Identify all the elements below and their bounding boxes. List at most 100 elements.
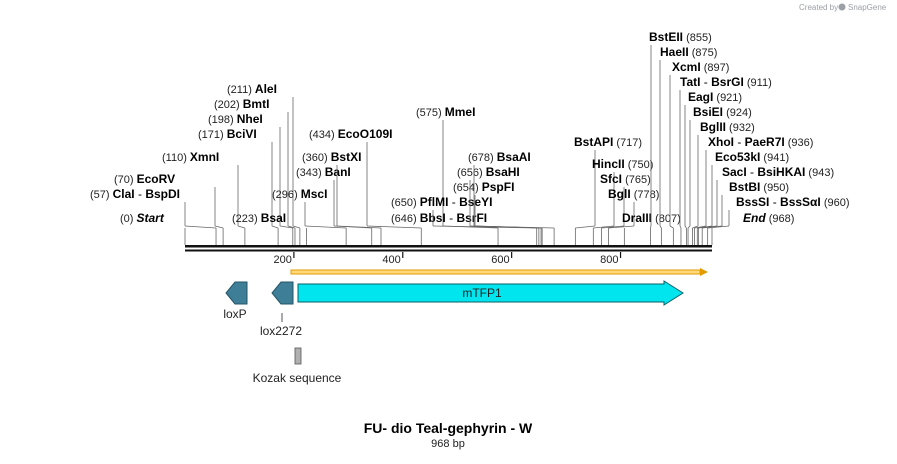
restriction-site[interactable]: (343) BanI — [296, 165, 373, 245]
restriction-site[interactable]: BstAPI (717) — [574, 135, 642, 245]
ruler-tick-label: 400 — [382, 254, 400, 266]
restriction-site[interactable]: XcmI (897) — [669, 60, 729, 245]
restriction-site[interactable]: (0) Start — [120, 211, 186, 245]
restriction-site[interactable]: BglII (932) — [692, 120, 755, 245]
kozak-box[interactable] — [294, 347, 302, 365]
restriction-site[interactable]: (575) MmeI — [416, 105, 499, 245]
restriction-site[interactable]: (434) EcoO109I — [309, 127, 422, 245]
site-connector — [214, 225, 224, 229]
restriction-site[interactable]: (656) BsaHI — [457, 165, 543, 245]
site-connector — [608, 225, 635, 229]
site-label: (223) BsaI — [232, 211, 286, 225]
restriction-site[interactable]: (110) XmnI — [162, 150, 246, 245]
site-label: (575) MmeI — [416, 105, 475, 119]
feature-lox2272[interactable]: lox2272 — [260, 281, 302, 338]
site-label: DraIII (807) — [622, 211, 681, 225]
site-connector — [601, 225, 625, 229]
site-connector — [679, 225, 682, 229]
site-label: HincII (750) — [592, 157, 653, 171]
restriction-site[interactable]: (198) NheI — [208, 112, 294, 245]
site-label: BstBI (950) — [729, 180, 789, 194]
sequence-backbone — [185, 245, 712, 252]
site-label: (434) EcoO109I — [309, 127, 392, 141]
mtfp1-arrow-shape[interactable] — [297, 280, 684, 306]
feature-mtfp1[interactable]: mTFP1 — [297, 280, 684, 306]
site-label: (343) BanI — [296, 165, 351, 179]
site-label: HaeII (875) — [660, 45, 717, 59]
restriction-site[interactable]: (171) BciVI — [198, 127, 279, 245]
restriction-site[interactable]: (296) MscI — [272, 187, 347, 245]
kozak-label: Kozak sequence — [253, 371, 342, 385]
loxp-label: loxP — [223, 307, 246, 321]
orf-arrowhead-icon — [700, 268, 708, 276]
orf-bar — [290, 269, 701, 275]
site-connector — [684, 225, 687, 229]
feature-loxp[interactable]: loxP — [223, 281, 248, 321]
restriction-site[interactable]: BssSI - BssSαI (960) — [707, 195, 850, 245]
restriction-site[interactable]: (678) BsaAI — [468, 150, 555, 245]
site-label: Eco53kI (941) — [715, 150, 789, 164]
site-label: (678) BsaAI — [468, 150, 531, 164]
restriction-site[interactable]: XhoI - PaeR7I (936) — [694, 135, 814, 245]
site-label: BsiEI (924) — [693, 105, 752, 119]
restriction-site[interactable]: BsiEI (924) — [687, 105, 752, 245]
site-label: (171) BciVI — [198, 127, 257, 141]
site-label: BstAPI (717) — [574, 135, 642, 149]
restriction-site[interactable]: HaeII (875) — [659, 45, 717, 245]
restriction-site[interactable]: BstBI (950) — [701, 180, 789, 245]
restriction-site[interactable]: (202) BmtI — [214, 97, 296, 245]
restriction-site[interactable]: BstEII (855) — [649, 30, 712, 245]
feature-kozak[interactable]: Kozak sequence — [253, 347, 342, 385]
restriction-site[interactable]: DraIII (807) — [622, 211, 681, 245]
site-label: End (968) — [743, 211, 794, 225]
restriction-site[interactable]: (211) AleI — [227, 82, 301, 245]
mtfp1-label: mTFP1 — [462, 286, 502, 300]
lox2272-label: lox2272 — [260, 324, 302, 338]
site-connector — [271, 225, 279, 229]
site-label: (202) BmtI — [214, 97, 269, 111]
site-label: BglI (778) — [608, 187, 659, 201]
site-connector — [702, 225, 723, 229]
site-label: (646) BbsI - BsrFI — [391, 211, 487, 225]
restriction-site[interactable]: End (968) — [711, 211, 794, 245]
site-label: SacI - BsiHKAI (943) — [722, 165, 834, 179]
site-label: BssSI - BssSαI (960) — [736, 195, 850, 209]
restriction-site[interactable]: (360) BstXI — [302, 150, 382, 245]
restriction-site[interactable]: TatI - BsrGI (911) — [679, 75, 772, 245]
site-connector — [292, 225, 300, 229]
site-label: (654) PspFI — [453, 180, 514, 194]
restriction-site[interactable]: Eco53kI (941) — [696, 150, 789, 245]
site-connector — [669, 225, 674, 229]
restriction-sites: (0) Start(57) ClaI - BspDI(70) EcoRV(110… — [90, 30, 850, 245]
snapgene-logo-icon — [838, 3, 846, 11]
restriction-site[interactable]: (70) EcoRV — [114, 172, 224, 245]
site-label: BstEII (855) — [649, 30, 712, 44]
restriction-site[interactable]: EagI (921) — [684, 90, 742, 245]
site-connector — [287, 225, 296, 229]
restriction-site[interactable]: SacI - BsiHKAI (943) — [697, 165, 834, 245]
site-label: SfcI (765) — [600, 172, 651, 186]
lox2272-arrow-shape[interactable] — [271, 281, 294, 305]
watermark-brand: SnapGene — [848, 3, 887, 12]
site-label: (70) EcoRV — [114, 172, 175, 186]
loxp-arrow-shape[interactable] — [225, 281, 248, 305]
site-label: (650) PflMI - BseYI — [391, 195, 492, 209]
snapgene-watermark: Created by SnapGene — [799, 3, 887, 12]
ruler-tick-label: 800 — [600, 254, 618, 266]
site-connector — [694, 225, 707, 229]
site-connector — [366, 225, 422, 229]
restriction-site[interactable]: SfcI (765) — [600, 172, 651, 245]
site-connector — [279, 225, 293, 229]
restriction-site[interactable]: (57) ClaI - BspDI — [90, 187, 217, 245]
restriction-site[interactable]: (223) BsaI — [232, 211, 307, 245]
site-connector — [304, 225, 347, 229]
site-label: XhoI - PaeR7I (936) — [708, 135, 813, 149]
restriction-site[interactable]: HincII (750) — [592, 157, 653, 245]
ruler-tick-label: 600 — [491, 254, 509, 266]
site-connector — [687, 225, 691, 229]
restriction-site[interactable]: BglI (778) — [608, 187, 659, 245]
plasmid-length: 968 bp — [431, 438, 465, 450]
site-connector — [698, 225, 718, 229]
